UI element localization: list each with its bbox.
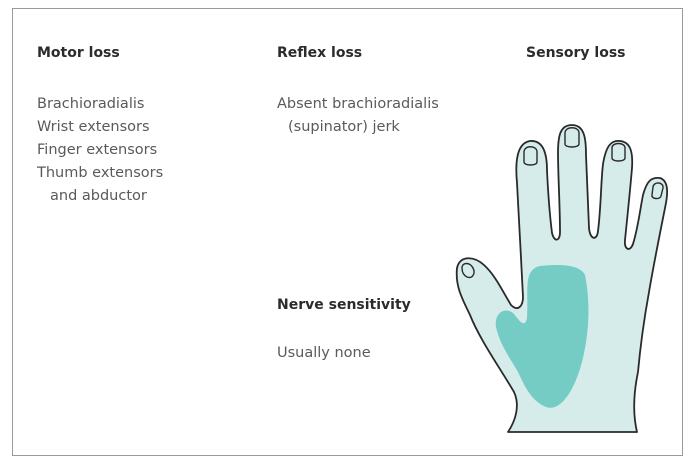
reflex-loss-item: Absent brachioradialis — [277, 96, 439, 112]
motor-loss-item: Brachioradialis — [37, 96, 145, 112]
middle-fingernail — [564, 127, 580, 148]
nerve-sensitivity-heading: Nerve sensitivity — [277, 297, 411, 313]
affected-sensory-area — [495, 264, 589, 408]
motor-loss-item: Thumb extensors — [37, 165, 164, 181]
thumbnail — [461, 262, 475, 279]
reflex-loss-item: (supinator) jerk — [288, 119, 400, 135]
little-fingernail — [651, 182, 664, 200]
index-fingernail — [523, 146, 538, 166]
reflex-loss-heading: Reflex loss — [277, 45, 363, 61]
ring-fingernail — [611, 142, 626, 162]
motor-loss-item: Wrist extensors — [37, 119, 150, 135]
motor-loss-item: Finger extensors — [37, 142, 158, 158]
sensory-loss-heading: Sensory loss — [526, 45, 626, 61]
nerve-sensitivity-value: Usually none — [277, 345, 371, 361]
motor-loss-heading: Motor loss — [37, 45, 120, 61]
motor-loss-item: and abductor — [50, 188, 147, 204]
